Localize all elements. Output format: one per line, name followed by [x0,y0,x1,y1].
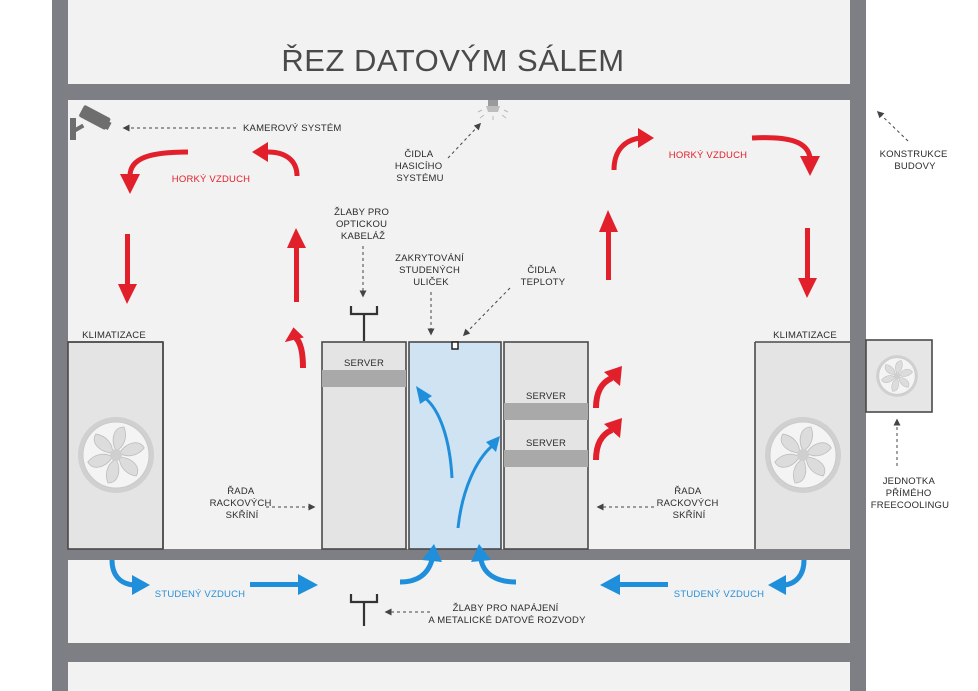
rack-right [503,341,589,550]
fire-sensor-icon [477,100,509,120]
cold-air-right-label: STUDENÝ VZDUCH [674,589,764,600]
temperature-sensor-icon [451,341,459,350]
power-trays-label: ŽLABY PRO NAPÁJENÍ A METALICKÉ DATOVÉ RO… [428,603,586,626]
page-title: ŘEZ DATOVÝM SÁLEM [281,43,624,78]
building-label: KONSTRUKCE BUDOVY [880,149,951,172]
server-right-bottom [504,450,588,467]
right-wall [850,0,866,691]
server-right-top-label: SERVER [526,391,566,402]
cold-air-left-label: STUDENÝ VZDUCH [155,589,245,600]
lower-floor [68,662,850,691]
hot-air-arrows-left [118,142,306,369]
upper-floor [68,0,850,84]
tray-icon [349,594,379,626]
tray-icon [349,306,379,341]
cold-aisle-airflow [416,386,500,529]
ceiling-slab [52,84,866,100]
ac-left-label: KLIMATIZACE [82,330,146,341]
fire-sensors-label: ČIDLA HASICÍHO SYSTÉMU [395,149,445,184]
freecooling-label: JEDNOTKA PŘÍMÉHO FREECOOLINGU [871,476,949,511]
hot-air-right-label: HORKÝ VZDUCH [669,150,747,161]
rack-row-left-label: ŘADA RACKOVÝCH SKŘÍNÍ [210,486,275,521]
fan-icon [765,417,841,493]
server-right-top [504,403,588,420]
server-left-label: SERVER [344,358,384,369]
ac-right-label: KLIMATIZACE [773,330,837,341]
cold-aisle [408,341,502,550]
fiber-trays-label: ŽLABY PRO OPTICKOU KABELÁŽ [334,207,392,242]
left-wall [52,0,68,691]
hot-air-left-label: HORKÝ VZDUCH [172,174,250,185]
floor-slab [52,643,866,662]
fan-icon [78,417,154,493]
hot-air-arrows-right [593,128,820,461]
cold-air-arrows [109,544,807,595]
raised-floor-deck [52,549,866,560]
fan-icon [876,355,918,397]
cold-aisle-cover-label: ZAKRYTOVÁNÍ STUDENÝCH ULIČEK [395,253,467,288]
server-left [322,370,406,387]
camera-label: KAMEROVÝ SYSTÉM [243,123,342,134]
rack-row-right-label: ŘADA RACKOVÝCH SKŘÍNÍ [657,486,722,521]
server-right-bottom-label: SERVER [526,438,566,449]
temp-sensors-label: ČIDLA TEPLOTY [521,265,566,288]
raised-floor [68,560,850,643]
camera-icon [70,105,112,140]
